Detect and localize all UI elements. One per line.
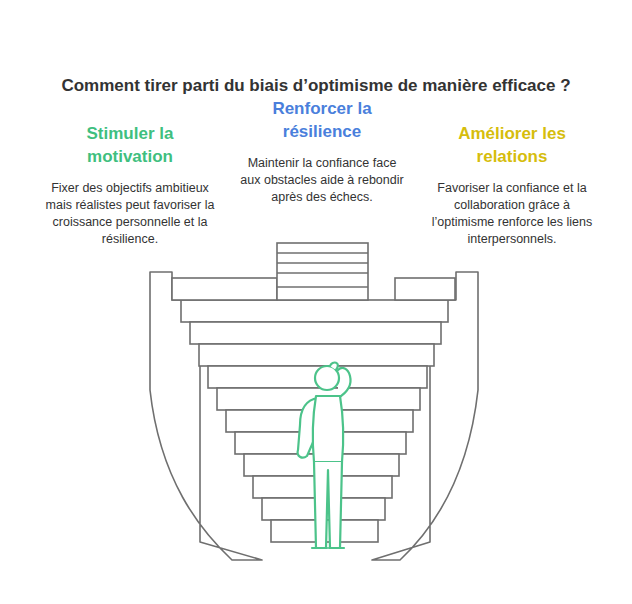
column-heading: Améliorer les relations: [425, 122, 600, 168]
column-heading: Renforcer la résilience: [237, 97, 407, 143]
stair-step: [181, 300, 448, 322]
right-top-step: [395, 278, 455, 300]
diagram-title: Comment tirer parti du biais d’optimisme…: [0, 76, 632, 96]
column-description: Favoriser la confiance et la collaborati…: [425, 180, 600, 248]
column-description: Fixer des objectifs ambitieux mais réali…: [45, 180, 215, 248]
benefit-column: Stimuler la motivationFixer des objectif…: [45, 122, 215, 248]
left-top-step: [172, 278, 277, 300]
column-description: Maintenir la confiance face aux obstacle…: [237, 155, 407, 206]
central-column: [277, 243, 368, 300]
column-heading: Stimuler la motivation: [45, 122, 215, 168]
stair-step: [190, 322, 441, 344]
thinking-person: [298, 363, 351, 548]
benefit-column: Renforcer la résilienceMaintenir la conf…: [237, 97, 407, 206]
benefit-column: Améliorer les relationsFavoriser la conf…: [425, 122, 600, 248]
stair-step: [199, 344, 434, 366]
